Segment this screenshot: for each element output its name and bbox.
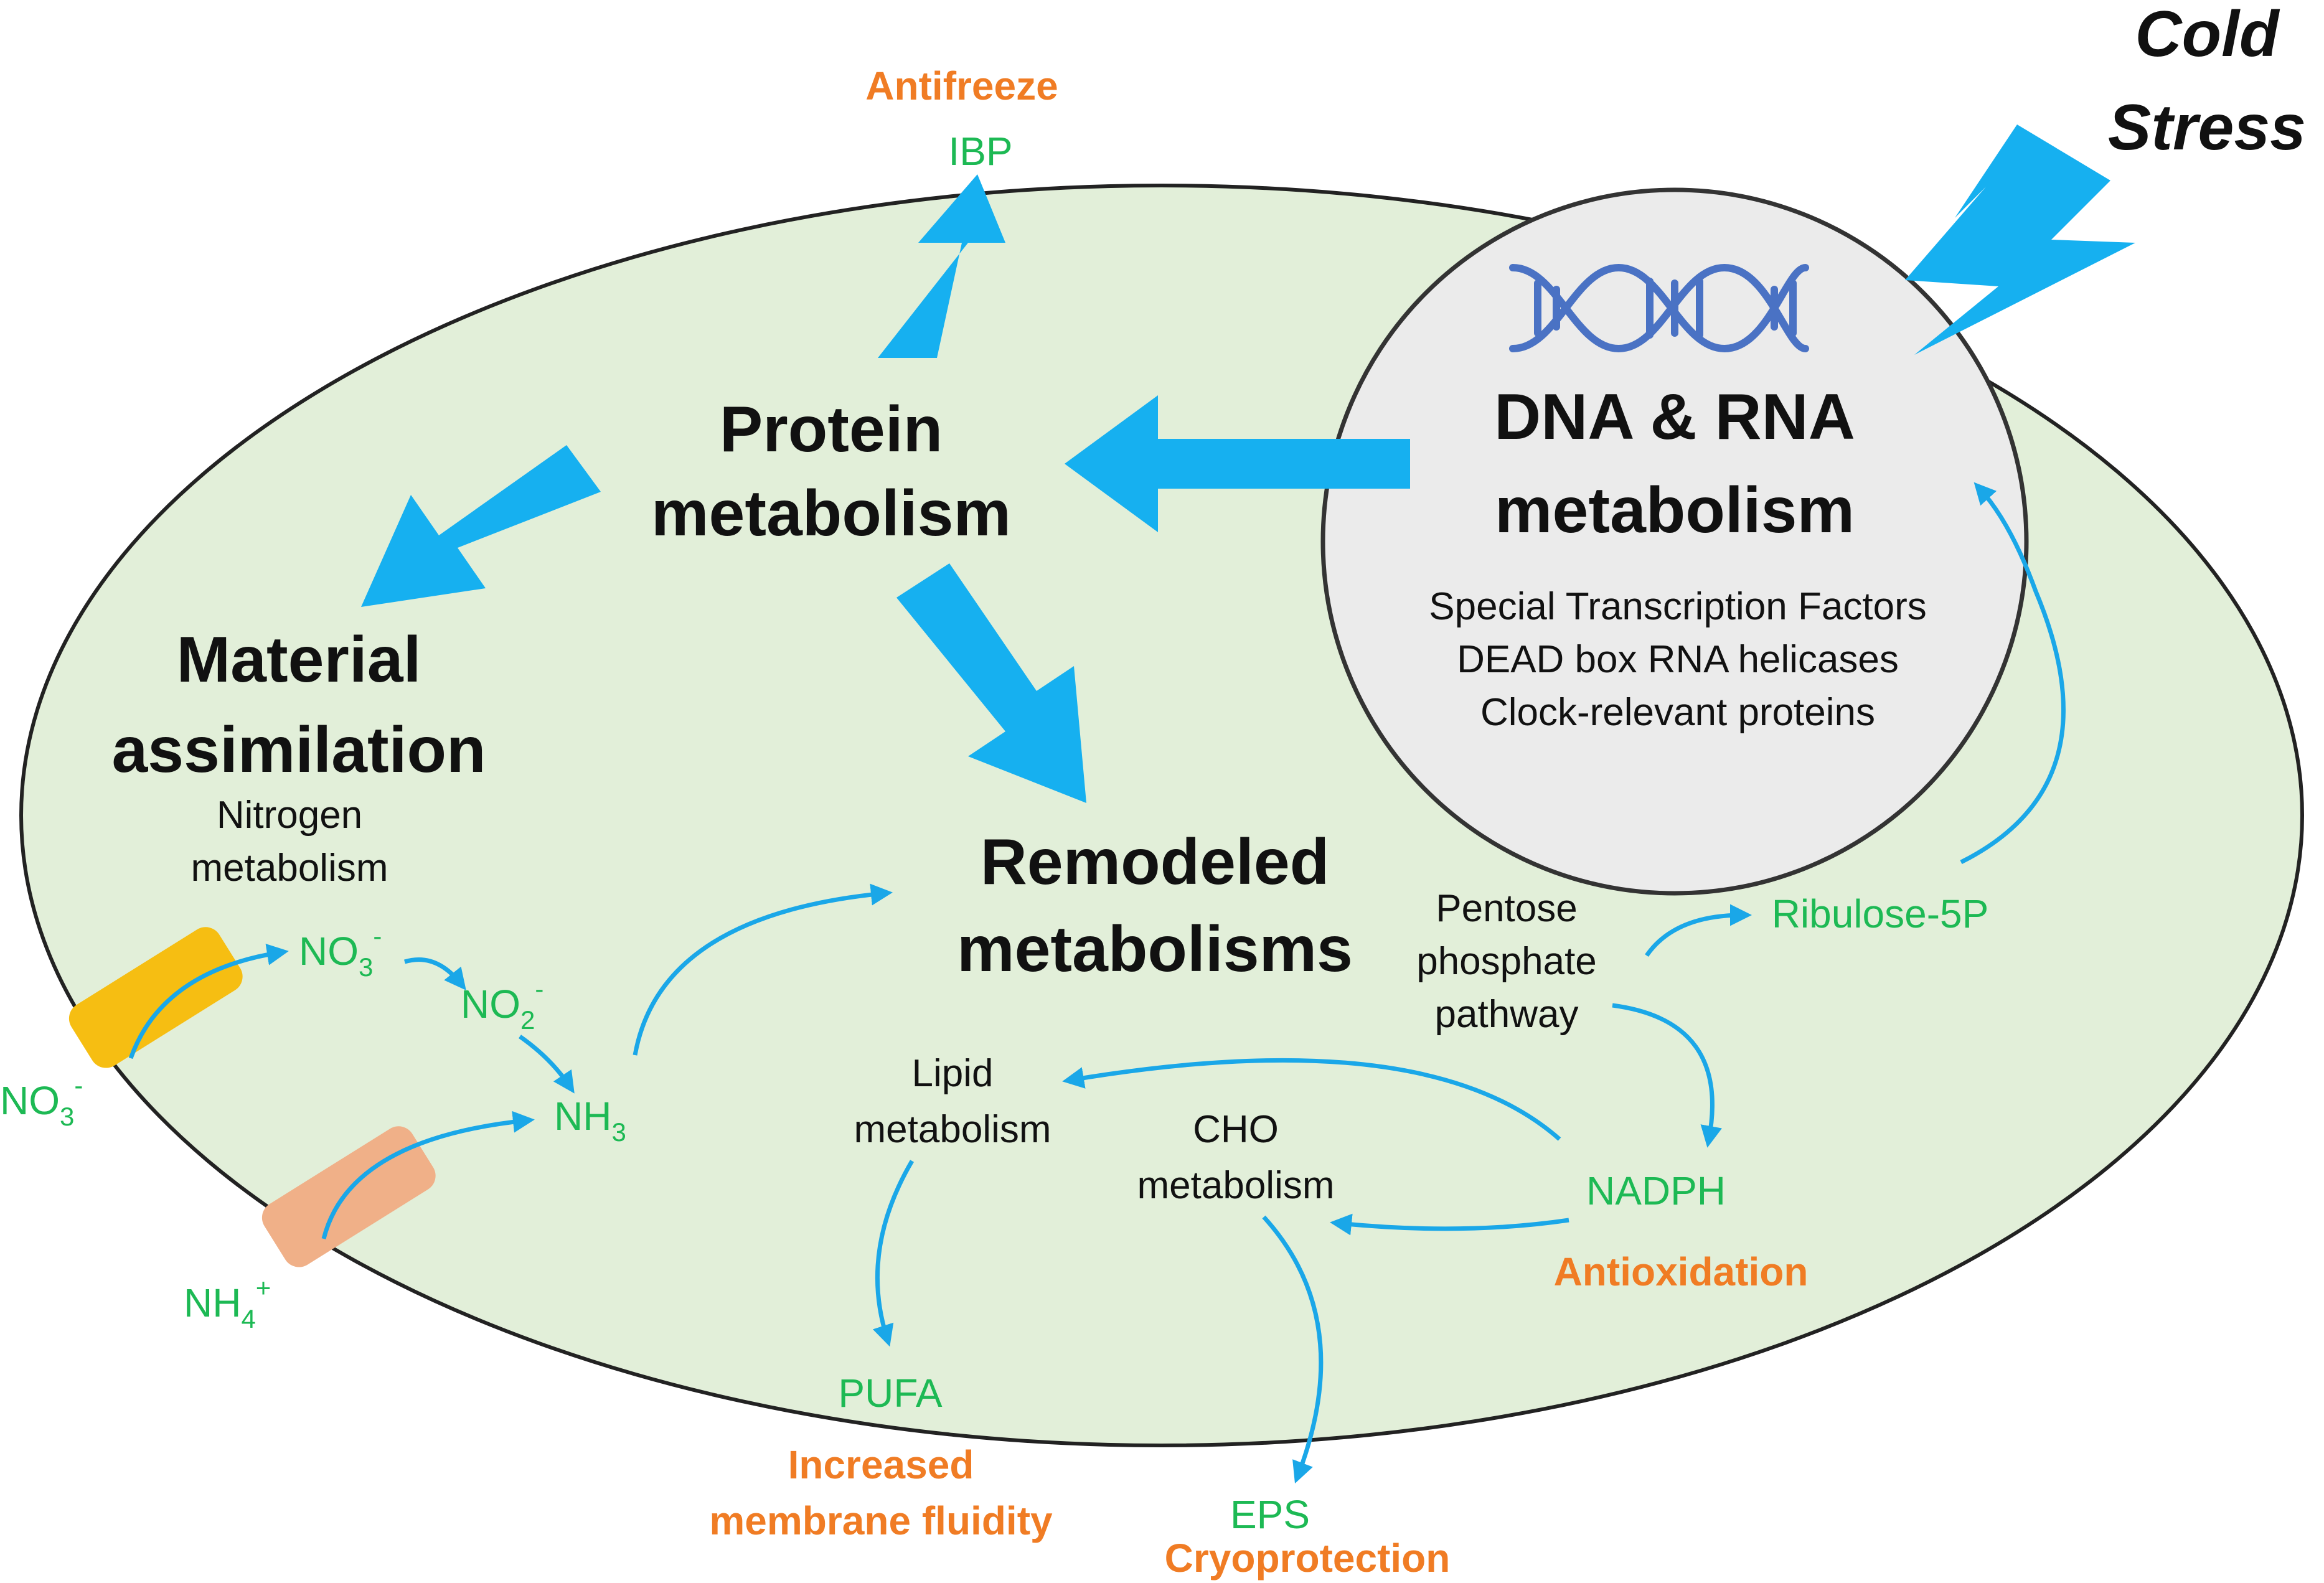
nucleus-circle [1320,187,2029,896]
arrow-protein-to-remodeled [896,563,1086,803]
curve-nh3-to-remodeled [633,883,893,1056]
nucleus-item: Special Transcription Factors [1429,585,1926,628]
ammonia: NH3 [554,1094,626,1147]
nucleus-item: Clock-relevant proteins [1480,691,1875,734]
curve-nitrate-uptake [128,943,289,1059]
thick-arrows [361,174,1410,803]
remodeled-title-line2: metabolisms [957,913,1353,985]
eps-label: EPS [1230,1492,1310,1537]
curve-pentose-to-nadph [1612,1003,1723,1148]
nucleus-title-line1: DNA & RNA [1494,381,1855,453]
cho-line1: CHO [1193,1108,1279,1151]
nitrogen-sub-line1: Nitrogen [217,794,362,837]
material-title-line2: assimilation [111,714,486,786]
antifreeze-label: Antifreeze [865,63,1058,108]
pentose-line2: phosphate [1416,940,1597,983]
nitrate-inside: NO3- [299,921,382,982]
curve-no2-to-nh3 [518,1035,575,1094]
nitrate-transporter [68,927,243,1068]
curved-arrows [128,482,2066,1484]
ribulose-label: Ribulose-5P [1772,891,1989,936]
pentose-line1: Pentose [1436,887,1578,930]
protein-title-line2: metabolism [651,477,1011,550]
nitrogen-sub-line2: metabolism [191,847,388,890]
curve-ribulose-to-nucleus [1960,482,2066,865]
nitrate-outside: NO3- [0,1071,83,1131]
ammonium: NH4+ [184,1273,271,1333]
antioxidation-label: Antioxidation [1554,1249,1809,1294]
pentose-line3: pathway [1435,993,1579,1036]
cold-stress-line2: Stress [2108,92,2306,164]
curve-ammonium-uptake [321,1111,535,1239]
protein-title-line1: Protein [720,393,943,466]
cold-stress-line1: Cold [2135,0,2280,70]
curve-nadph-to-cho [1330,1213,1569,1236]
remodeled-title-line1: Remodeled [981,826,1330,898]
membrane-fluidity-line2: membrane fluidity [709,1498,1053,1543]
arrow-dna-to-protein [1065,395,1410,532]
lipid-line2: metabolism [854,1108,1051,1151]
arrow-protein-to-ibp [878,174,1005,358]
cho-line2: metabolism [1137,1164,1335,1207]
ammonium-transporter [261,1126,436,1267]
arrow-protein-to-material [361,445,601,607]
dna-helix-icon [1509,263,1809,353]
nadph-label: NADPH [1586,1168,1726,1213]
material-title-line1: Material [176,624,421,696]
curve-no3-to-no2 [403,957,466,990]
curve-cho-to-eps [1262,1215,1324,1484]
nucleus-title-line2: metabolism [1495,474,1855,547]
curve-nadph-to-lipid [1062,1058,1561,1141]
cryoprotection-label: Cryoprotection [1165,1536,1451,1581]
pufa-label: PUFA [838,1371,942,1416]
lightning-bolt-icon [1905,124,2135,355]
nitrite: NO2- [461,974,543,1035]
nucleus-item: DEAD box RNA helicases [1457,638,1899,681]
lipid-line1: Lipid [912,1052,994,1095]
membrane-fluidity-line1: Increased [788,1442,974,1487]
ibp-label: IBP [948,129,1012,174]
curve-lipid-to-pufa [872,1160,915,1347]
curve-pentose-to-ribulose [1645,904,1752,957]
